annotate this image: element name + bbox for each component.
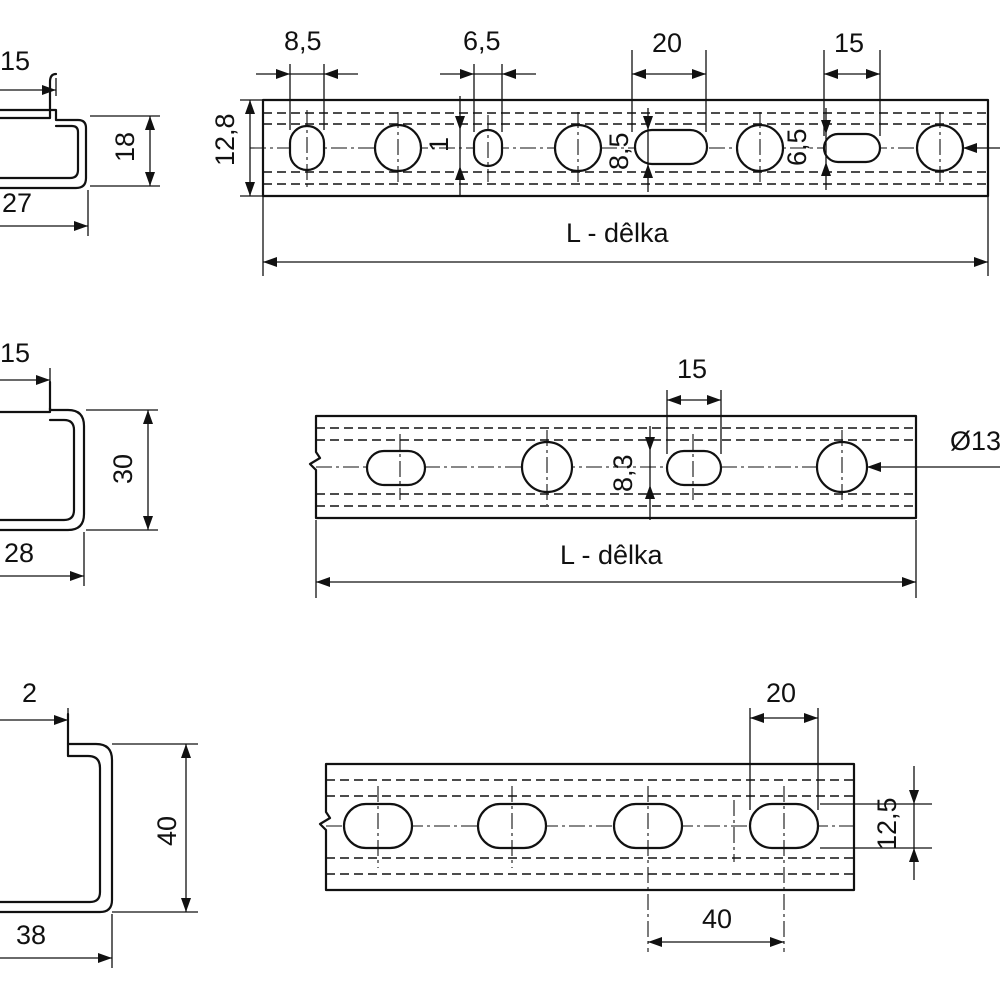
strip-1-dim-small-height: 1 <box>424 137 454 152</box>
strip-3-dim-slot-width: 20 <box>766 678 796 708</box>
strip-2-dim-slot-width: 15 <box>677 354 707 384</box>
strip-1-length-label: L - dêlka <box>566 218 670 248</box>
profile-3-width-dim: 38 <box>16 920 46 950</box>
strip-2-slot <box>365 449 427 487</box>
profile-3-height-dim: 40 <box>152 816 182 846</box>
profile-2-width-dim: 28 <box>4 538 34 568</box>
profile-1-height-dim: 18 <box>110 132 140 162</box>
profile-1-strip: 8,5 6,5 20 15 12,8 1 <box>210 26 1000 276</box>
profile-1-section: 15 18 27 <box>0 46 160 236</box>
strip-1-dim-slot-c: 20 <box>652 28 682 58</box>
strip-1-dim-slot-a: 8,5 <box>284 26 322 56</box>
strip-1-dim-slot-d: 15 <box>834 28 864 58</box>
profile-2-strip: 15 8,3 Ø13 L - dêlka <box>308 354 1000 598</box>
strip-3-dim-pitch: 40 <box>702 904 732 934</box>
strip-2-dim-hole: Ø13 <box>950 426 1000 456</box>
strip-3-dim-slot-height: 12,5 <box>872 797 902 850</box>
profile-1-width-dim: 27 <box>2 188 32 218</box>
profile-2-section: 15 30 28 <box>0 338 158 586</box>
profile-3-lip-dim: 2 <box>22 678 37 708</box>
profile-2-lip-dim: 15 <box>0 338 30 368</box>
profile-3-section: 2 40 38 <box>0 678 198 968</box>
profile-1-lip-dim: 15 <box>0 46 30 76</box>
strip-1-dim-long-height: 8,5 <box>604 132 634 170</box>
strip-1-slot-long <box>633 128 709 166</box>
strip-1-dim-medium-height: 6,5 <box>782 128 812 166</box>
strip-1-dim-height: 12,8 <box>210 113 240 166</box>
profile-2-height-dim: 30 <box>108 454 138 484</box>
strip-1-dim-slot-b: 6,5 <box>463 26 501 56</box>
strip-2-length-label: L - dêlka <box>560 540 664 570</box>
strip-2-dim-slot-height: 8,3 <box>608 454 638 492</box>
profile-3-strip: 20 12,5 40 <box>318 678 932 952</box>
strip-1-slot-medium <box>822 132 882 164</box>
strip-2-slot <box>665 449 723 487</box>
